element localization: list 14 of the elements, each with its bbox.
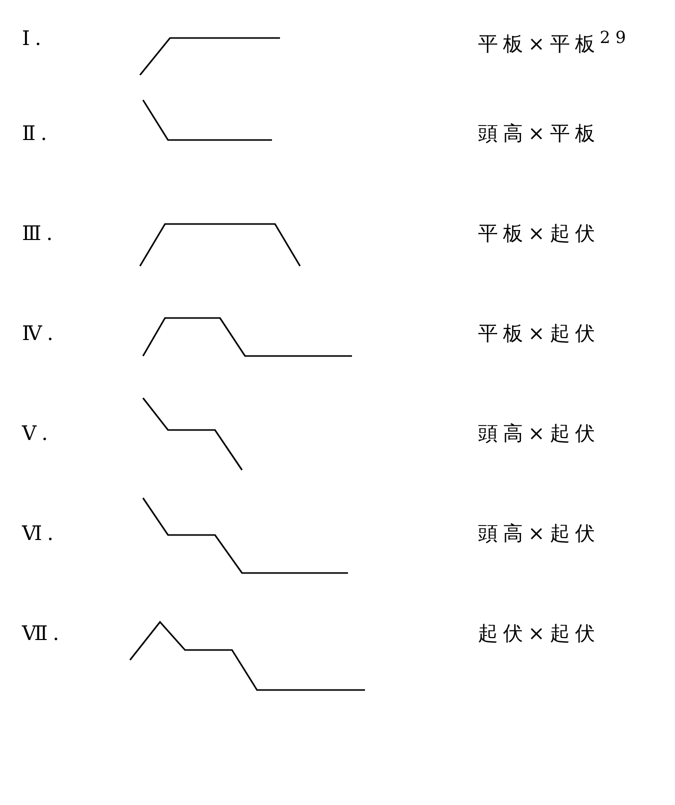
row-numeral: Ⅲ. [22, 221, 58, 245]
accent-pattern-label: 平板×起伏 [478, 321, 600, 345]
accent-pattern-label: 平板×平板$^{29}$ [478, 27, 631, 56]
row-numeral: Ⅰ. [22, 26, 46, 50]
row-numeral: Ⅵ. [22, 521, 58, 545]
accent-pattern-label: 起伏×起伏 [478, 621, 600, 645]
accent-pattern-label: 頭高×平板 [478, 121, 600, 145]
row-numeral: Ⅶ. [22, 621, 64, 645]
row-numeral: Ⅱ. [22, 121, 52, 145]
accent-pattern-label: 頭高×起伏 [478, 421, 600, 445]
row-numeral: Ⅴ. [22, 421, 53, 445]
accent-pattern-label: 平板×起伏 [478, 221, 600, 245]
accent-pattern-label: 頭高×起伏 [478, 521, 600, 545]
row-numeral: Ⅳ. [22, 321, 58, 345]
